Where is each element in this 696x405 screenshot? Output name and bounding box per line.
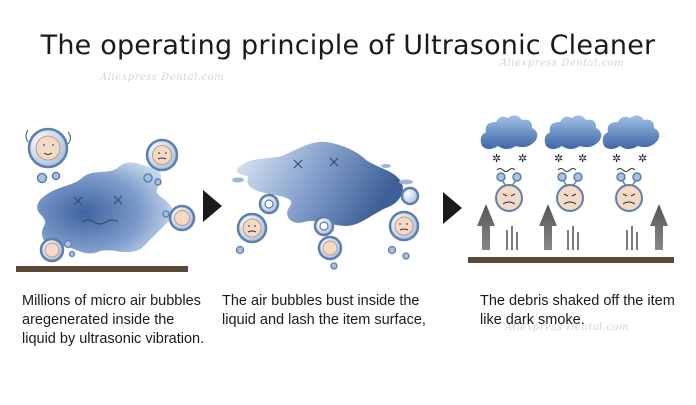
dirt-blob <box>236 141 403 226</box>
debris-smoke-cloud <box>602 115 660 149</box>
panel-1 <box>16 127 196 272</box>
bubble <box>317 235 343 270</box>
vibration-lines <box>506 226 638 250</box>
step-3-caption: The debris shaked off the item like dark… <box>480 293 675 328</box>
face-marks <box>293 157 339 169</box>
bubble <box>258 193 280 215</box>
sparkle-icon: ✲ ✲ ✲ ✲ ✲ ✲ <box>492 152 647 165</box>
bubble <box>387 210 420 260</box>
next-step-arrow-icon <box>203 190 222 222</box>
svg-text:✲: ✲ <box>578 152 587 165</box>
bubble <box>25 127 71 184</box>
cleaned-particle <box>615 172 643 212</box>
watermark: Aliexpress Dental.com <box>500 58 625 69</box>
bubble <box>162 204 196 232</box>
bubble <box>39 237 76 263</box>
ground-surface <box>468 257 674 263</box>
svg-text:✲: ✲ <box>518 152 527 165</box>
debris-smoke-cloud <box>544 115 602 149</box>
svg-text:✲: ✲ <box>492 152 501 165</box>
debris-smoke-cloud <box>480 115 538 149</box>
splash-droplet <box>381 164 391 168</box>
splash-droplet <box>399 179 413 185</box>
step-1-caption: Millions of micro air bubbles aregenerat… <box>22 293 205 347</box>
panel-2 <box>232 141 420 270</box>
cleaned-particle <box>556 172 584 212</box>
face-marks <box>73 195 123 225</box>
cleaned-particle <box>495 172 523 212</box>
panel-3: ✲ ✲ ✲ ✲ ✲ ✲ <box>468 115 674 263</box>
svg-text:✲: ✲ <box>612 152 621 165</box>
watermark: Aliexpress Dental.com <box>100 72 225 83</box>
ground-surface <box>16 266 188 272</box>
vibration-wave <box>496 168 636 172</box>
diagram-title: The operating principle of Ultrasonic Cl… <box>40 30 656 61</box>
splash-droplet <box>232 177 244 183</box>
bubble <box>235 212 268 255</box>
bubble <box>313 215 335 237</box>
next-step-arrow-icon <box>443 192 462 224</box>
dirt-blob <box>37 162 174 254</box>
step-2-caption: The air bubbles bust inside the liquid a… <box>222 293 426 328</box>
svg-text:✲: ✲ <box>554 152 563 165</box>
svg-text:✲: ✲ <box>638 152 647 165</box>
bubble <box>400 186 420 206</box>
upward-arrow-icon <box>477 204 668 250</box>
watermark: Aliexpress Dental.com <box>505 322 630 333</box>
bubble <box>143 138 179 186</box>
